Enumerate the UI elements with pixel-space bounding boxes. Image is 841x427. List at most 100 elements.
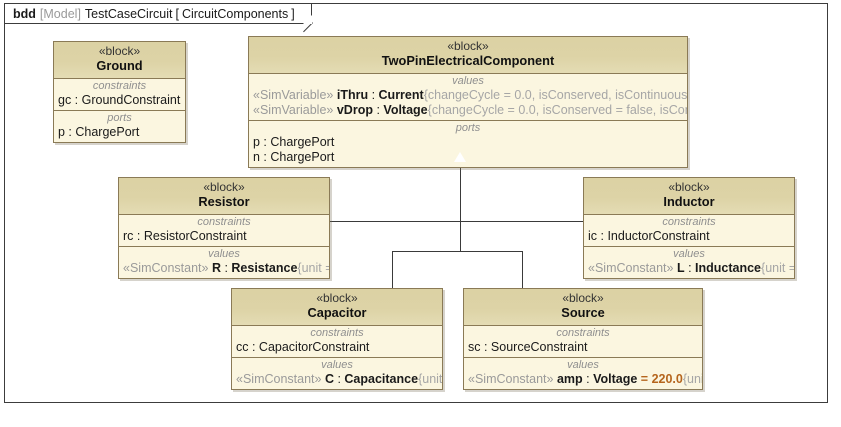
value-braces: {unit = volt} — [682, 371, 702, 386]
block-inductor-constraints-compartment: constraints ic : InductorConstraint — [584, 214, 794, 247]
port-type: ChargePort — [270, 149, 335, 164]
block-ground-constraints-compartment: constraints gc : GroundConstraint — [54, 78, 185, 111]
value-row[interactable]: «SimConstant» L : Inductance{unit = henr… — [584, 261, 794, 276]
port-sep: : — [259, 149, 271, 164]
block-source-header: «block» Source — [464, 289, 702, 326]
value-type: Resistance — [231, 260, 298, 275]
value-braces: {unit = farad} — [418, 371, 442, 386]
block-twopin-stereotype: «block» — [447, 39, 489, 53]
block-capacitor[interactable]: «block» Capacitor constraints cc : Capac… — [231, 288, 443, 390]
diagram-name-label: TestCaseCircuit — [84, 6, 173, 21]
block-source[interactable]: «block» Source constraints sc : SourceCo… — [463, 288, 703, 390]
constraint-row[interactable]: ic : InductorConstraint — [584, 229, 794, 244]
generalization-branch-bar — [392, 251, 523, 252]
value-stereotype: «SimVariable» — [253, 87, 334, 102]
compartment-label-constraints: constraints — [92, 79, 147, 92]
compartment-label-constraints: constraints — [662, 215, 716, 228]
compartment-label-constraints: constraints — [197, 215, 251, 228]
value-sep: : — [372, 102, 384, 117]
diagram-frame-header-tab[interactable]: bdd [Model] TestCaseCircuit [ CircuitCom… — [4, 3, 313, 33]
block-resistor[interactable]: «block» Resistor constraints rc : Resist… — [118, 177, 330, 279]
generalization-horizontal-line — [330, 221, 583, 222]
value-row[interactable]: «SimConstant» C : Capacitance{unit = far… — [232, 372, 442, 387]
value-sep: : — [333, 371, 345, 386]
generalization-drop-capacitor — [392, 251, 393, 289]
constraint-row[interactable]: sc : SourceConstraint — [464, 340, 702, 355]
value-braces: {changeCycle = 0.0, isConserved = false,… — [427, 102, 687, 117]
constraint-sep: : — [480, 339, 491, 354]
block-resistor-header: «block» Resistor — [119, 178, 329, 215]
value-literal: 220.0 — [651, 371, 683, 386]
block-source-constraints-compartment: constraints sc : SourceConstraint — [464, 325, 702, 358]
bracket-open: [ — [175, 6, 179, 21]
value-type: Capacitance — [344, 371, 419, 386]
block-ground-name: Ground — [96, 57, 143, 73]
constraint-sep: : — [248, 339, 259, 354]
constraint-row[interactable]: gc : GroundConstraint — [54, 93, 185, 108]
value-row[interactable]: «SimConstant» R : Resistance{unit = ohm} — [119, 261, 329, 276]
value-assign: = — [637, 371, 652, 386]
block-source-values-compartment: values «SimConstant» amp : Voltage = 220… — [464, 357, 702, 389]
constraint-name: ic — [588, 228, 598, 243]
constraint-type: InductorConstraint — [607, 228, 710, 243]
block-capacitor-header: «block» Capacitor — [232, 289, 442, 326]
block-inductor-values-compartment: values «SimConstant» L : Inductance{unit… — [584, 246, 794, 278]
value-name: amp — [556, 371, 583, 386]
block-inductor[interactable]: «block» Inductor constraints ic : Induct… — [583, 177, 795, 279]
value-name: vDrop — [336, 102, 373, 117]
compartment-label-ports: ports — [455, 121, 481, 134]
generalization-stem-line — [460, 160, 461, 252]
block-inductor-header: «block» Inductor — [584, 178, 794, 215]
block-capacitor-name: Capacitor — [307, 304, 367, 320]
value-row[interactable]: «SimVariable» vDrop : Voltage{changeCycl… — [249, 103, 687, 118]
value-stereotype: «SimVariable» — [253, 102, 334, 117]
constraint-sep: : — [133, 228, 144, 243]
generalization-drop-source — [522, 251, 523, 289]
block-twopinelectricalcomponent[interactable]: «block» TwoPinElectricalComponent values… — [248, 36, 688, 168]
value-stereotype: «SimConstant» — [468, 371, 554, 386]
block-resistor-values-compartment: values «SimConstant» R : Resistance{unit… — [119, 246, 329, 278]
constraint-name: cc — [236, 339, 249, 354]
diagram-view-label: CircuitComponents — [181, 6, 289, 21]
value-braces: {changeCycle = 0.0, isConserved, isConti… — [423, 87, 687, 102]
block-twopin-name: TwoPinElectricalComponent — [381, 52, 555, 68]
constraint-type: ResistorConstraint — [143, 228, 247, 243]
value-row[interactable]: «SimVariable» iThru : Current{changeCycl… — [249, 88, 687, 103]
value-row[interactable]: «SimConstant» amp : Voltage = 220.0{unit… — [464, 372, 702, 387]
port-row[interactable]: p : ChargePort — [54, 125, 185, 140]
value-name: iThru — [336, 87, 369, 102]
block-ground-stereotype: «block» — [98, 44, 141, 58]
block-twopin-header: «block» TwoPinElectricalComponent — [249, 37, 687, 74]
port-row[interactable]: n : ChargePort — [249, 150, 687, 165]
block-ground[interactable]: «block» Ground constraints gc : GroundCo… — [53, 41, 186, 143]
compartment-label-constraints: constraints — [310, 326, 364, 339]
value-sep: : — [368, 87, 379, 102]
generalization-arrow-icon — [454, 152, 466, 162]
bracket-close: ] — [291, 6, 295, 21]
value-type: Inductance — [695, 260, 762, 275]
value-name: L — [676, 260, 685, 275]
constraint-type: CapacitorConstraint — [258, 339, 370, 354]
value-type: Voltage — [593, 371, 638, 386]
value-stereotype: «SimConstant» — [588, 260, 674, 275]
value-braces: {unit = ohm} — [297, 260, 329, 275]
constraint-name: gc — [58, 92, 72, 107]
block-ground-header: «block» Ground — [54, 42, 185, 79]
constraint-row[interactable]: cc : CapacitorConstraint — [232, 340, 442, 355]
constraint-row[interactable]: rc : ResistorConstraint — [119, 229, 329, 244]
value-sep: : — [582, 371, 594, 386]
value-stereotype: «SimConstant» — [123, 260, 209, 275]
port-sep: : — [64, 124, 76, 139]
port-row[interactable]: p : ChargePort — [249, 135, 687, 150]
block-twopin-values-compartment: values «SimVariable» iThru : Current{cha… — [249, 73, 687, 121]
value-type: Current — [378, 87, 424, 102]
block-source-stereotype: «block» — [562, 291, 604, 305]
value-type: Voltage — [383, 102, 428, 117]
block-source-name: Source — [561, 304, 605, 320]
compartment-label-constraints: constraints — [556, 326, 610, 339]
block-inductor-name: Inductor — [663, 193, 715, 209]
value-name: R — [211, 260, 221, 275]
block-inductor-stereotype: «block» — [668, 180, 710, 194]
value-sep: : — [220, 260, 232, 275]
compartment-label-ports: ports — [107, 111, 132, 124]
